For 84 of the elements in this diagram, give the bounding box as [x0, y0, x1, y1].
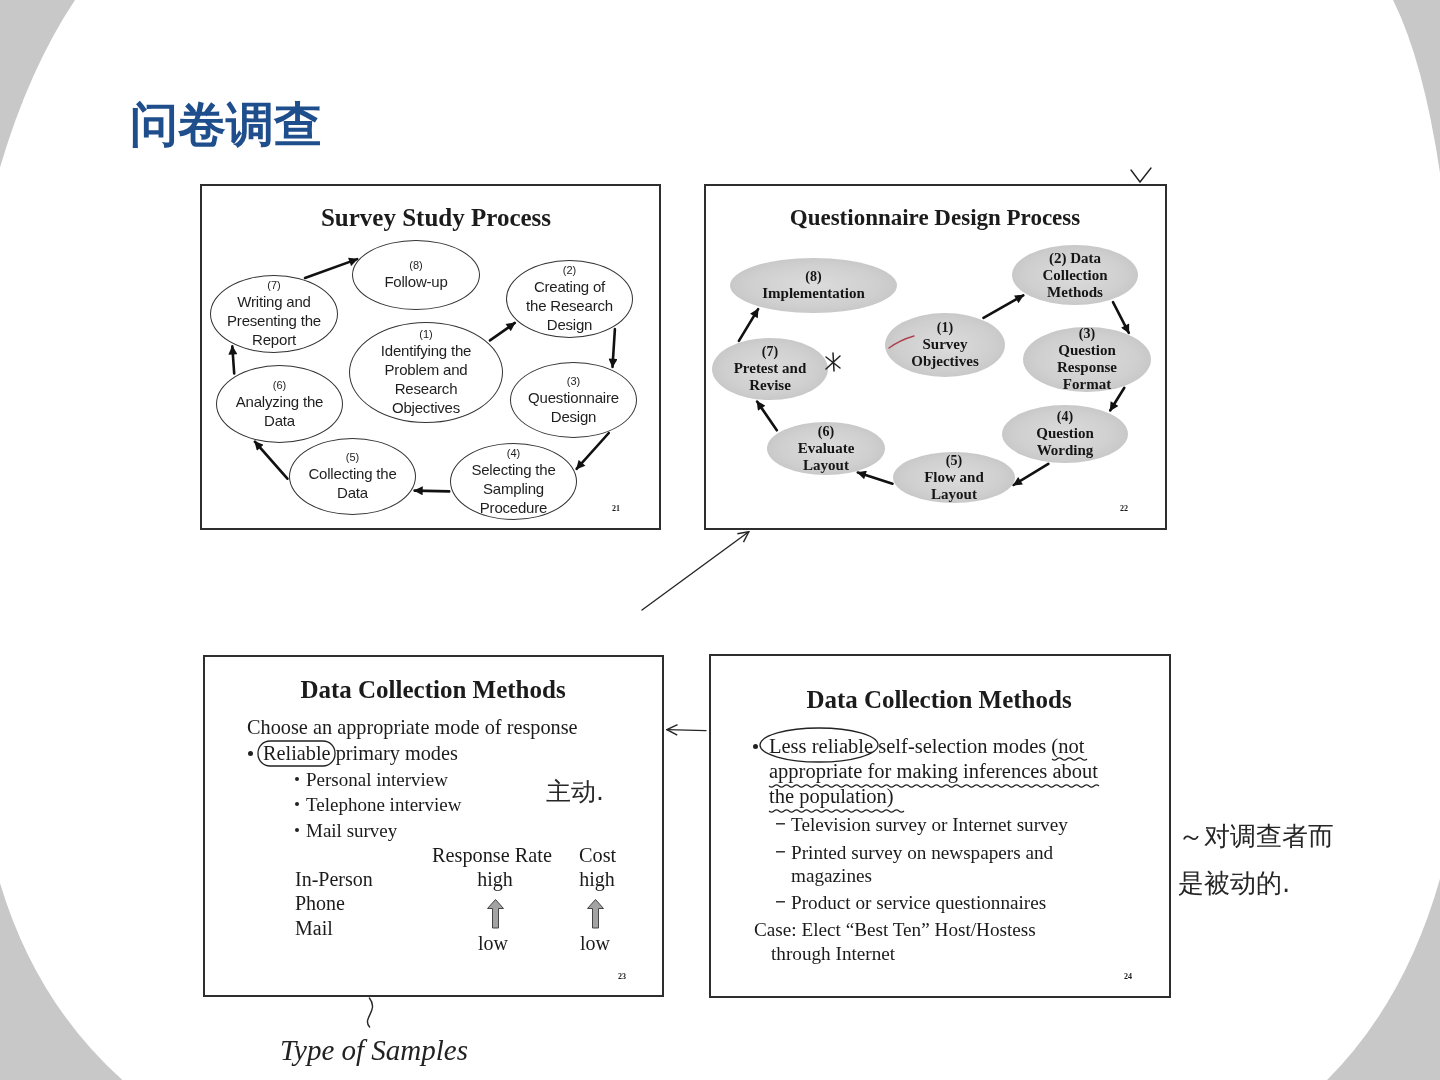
page-number: 21 [612, 504, 620, 514]
step-number: (7) [267, 279, 281, 292]
step-number: (8) [409, 259, 423, 272]
step-number: (3) [566, 374, 581, 388]
step-label: Evaluate Layout [796, 439, 856, 474]
step-number: (1) [419, 328, 433, 341]
slide-panel [200, 184, 661, 530]
arrow [413, 486, 451, 496]
step-label: Question Response Format [1056, 342, 1118, 393]
step-number: (2) [562, 264, 577, 277]
step-number: (4) [1056, 409, 1074, 425]
step-label: Flow and Layout [923, 468, 985, 503]
slide-title: Survey Study Process [320, 203, 552, 233]
bullet-text: Reliable primary modes [256, 739, 458, 768]
handwritten-note: 主动. [546, 777, 604, 807]
step-ellipse [349, 322, 503, 423]
handwritten-note: Type of Samples [274, 1028, 474, 1072]
step-ellipse [450, 443, 577, 520]
level-text: high [477, 867, 513, 892]
step-number: (7) [761, 344, 779, 360]
arrow [982, 294, 1025, 320]
step-number: (5) [345, 451, 360, 464]
slide-title: Data Collection Methods [806, 685, 1072, 715]
arrow [856, 470, 894, 485]
arrow [737, 307, 760, 343]
step-number: (5) [945, 452, 963, 469]
arrow [608, 327, 618, 369]
arrow [641, 531, 750, 611]
sub-bullet-text: Product or service questionnaires [791, 890, 1047, 915]
step-label: Implementation [762, 285, 865, 302]
page-number: 24 [1124, 972, 1132, 982]
slide-panel [203, 655, 664, 997]
page-number: 23 [618, 972, 626, 982]
step-number: (3) [1078, 326, 1096, 342]
level-text: low [478, 930, 508, 956]
slide-title: Questionnaire Design Process [789, 204, 1081, 232]
arrow [303, 257, 359, 280]
case-text: Case: Elect “Best Ten” Host/Hostess through Internet [754, 918, 1037, 966]
arrow [1012, 462, 1050, 487]
slide-panel [709, 654, 1171, 998]
step-label: Question Wording [1035, 425, 1095, 459]
bullet-text: Telephone interview [306, 792, 462, 817]
step-label: (2) Data Collection Methods [1041, 249, 1109, 301]
step-number: (1) [936, 320, 954, 336]
level-text: high [579, 866, 615, 892]
row-label: In-Person [295, 866, 373, 892]
step-label: Pretest and Revise [732, 360, 808, 394]
step-label: Creating of the Research Design [525, 277, 614, 334]
step-label: Survey Objectives [910, 336, 980, 370]
row-label: Phone [295, 890, 345, 916]
step-label: Selecting the Sampling Procedure [470, 459, 557, 517]
row-label: Mail [295, 915, 333, 941]
bullet-text: Mail survey [306, 818, 398, 843]
arrow [755, 400, 779, 432]
step-number: (4) [506, 446, 521, 460]
arrow [1111, 300, 1131, 335]
arrow [228, 345, 238, 375]
sub-bullet-text: Printed survey on newspapers and magazines [791, 840, 1055, 887]
arrow [488, 321, 517, 342]
step-label: Questionnaire Design [527, 387, 620, 426]
handwritten-note: ～对调查者而是被动的. [1178, 819, 1335, 900]
step-label: Writing and Presenting the Report [226, 292, 322, 349]
arrow [1108, 386, 1126, 412]
page-number: 22 [1120, 504, 1128, 514]
intro-text: Choose an appropriate mode of response [247, 714, 578, 740]
step-label: Follow-up [384, 272, 448, 291]
arrow [253, 440, 289, 480]
column-heading: Response Rate [432, 842, 552, 868]
step-number: (8) [805, 269, 822, 285]
sub-bullet-text: Television survey or Internet survey [791, 812, 1068, 837]
step-label: Collecting the Data [307, 464, 398, 502]
step-number: (6) [817, 423, 835, 440]
slide-title: Data Collection Methods [300, 675, 566, 705]
slide-panel [704, 184, 1167, 530]
leader-line [366, 997, 374, 1028]
step-label: Analyzing the Data [234, 391, 325, 430]
arrow [575, 431, 611, 471]
step-number: (6) [272, 378, 287, 392]
page-title: 问卷调查 [130, 96, 322, 152]
bullet-text: Personal interview [306, 767, 448, 792]
arrow [666, 723, 707, 736]
level-text: low [580, 930, 610, 956]
column-heading: Cost [579, 842, 617, 868]
step-label: Identifying the Problem and Research Objectives [379, 341, 473, 417]
